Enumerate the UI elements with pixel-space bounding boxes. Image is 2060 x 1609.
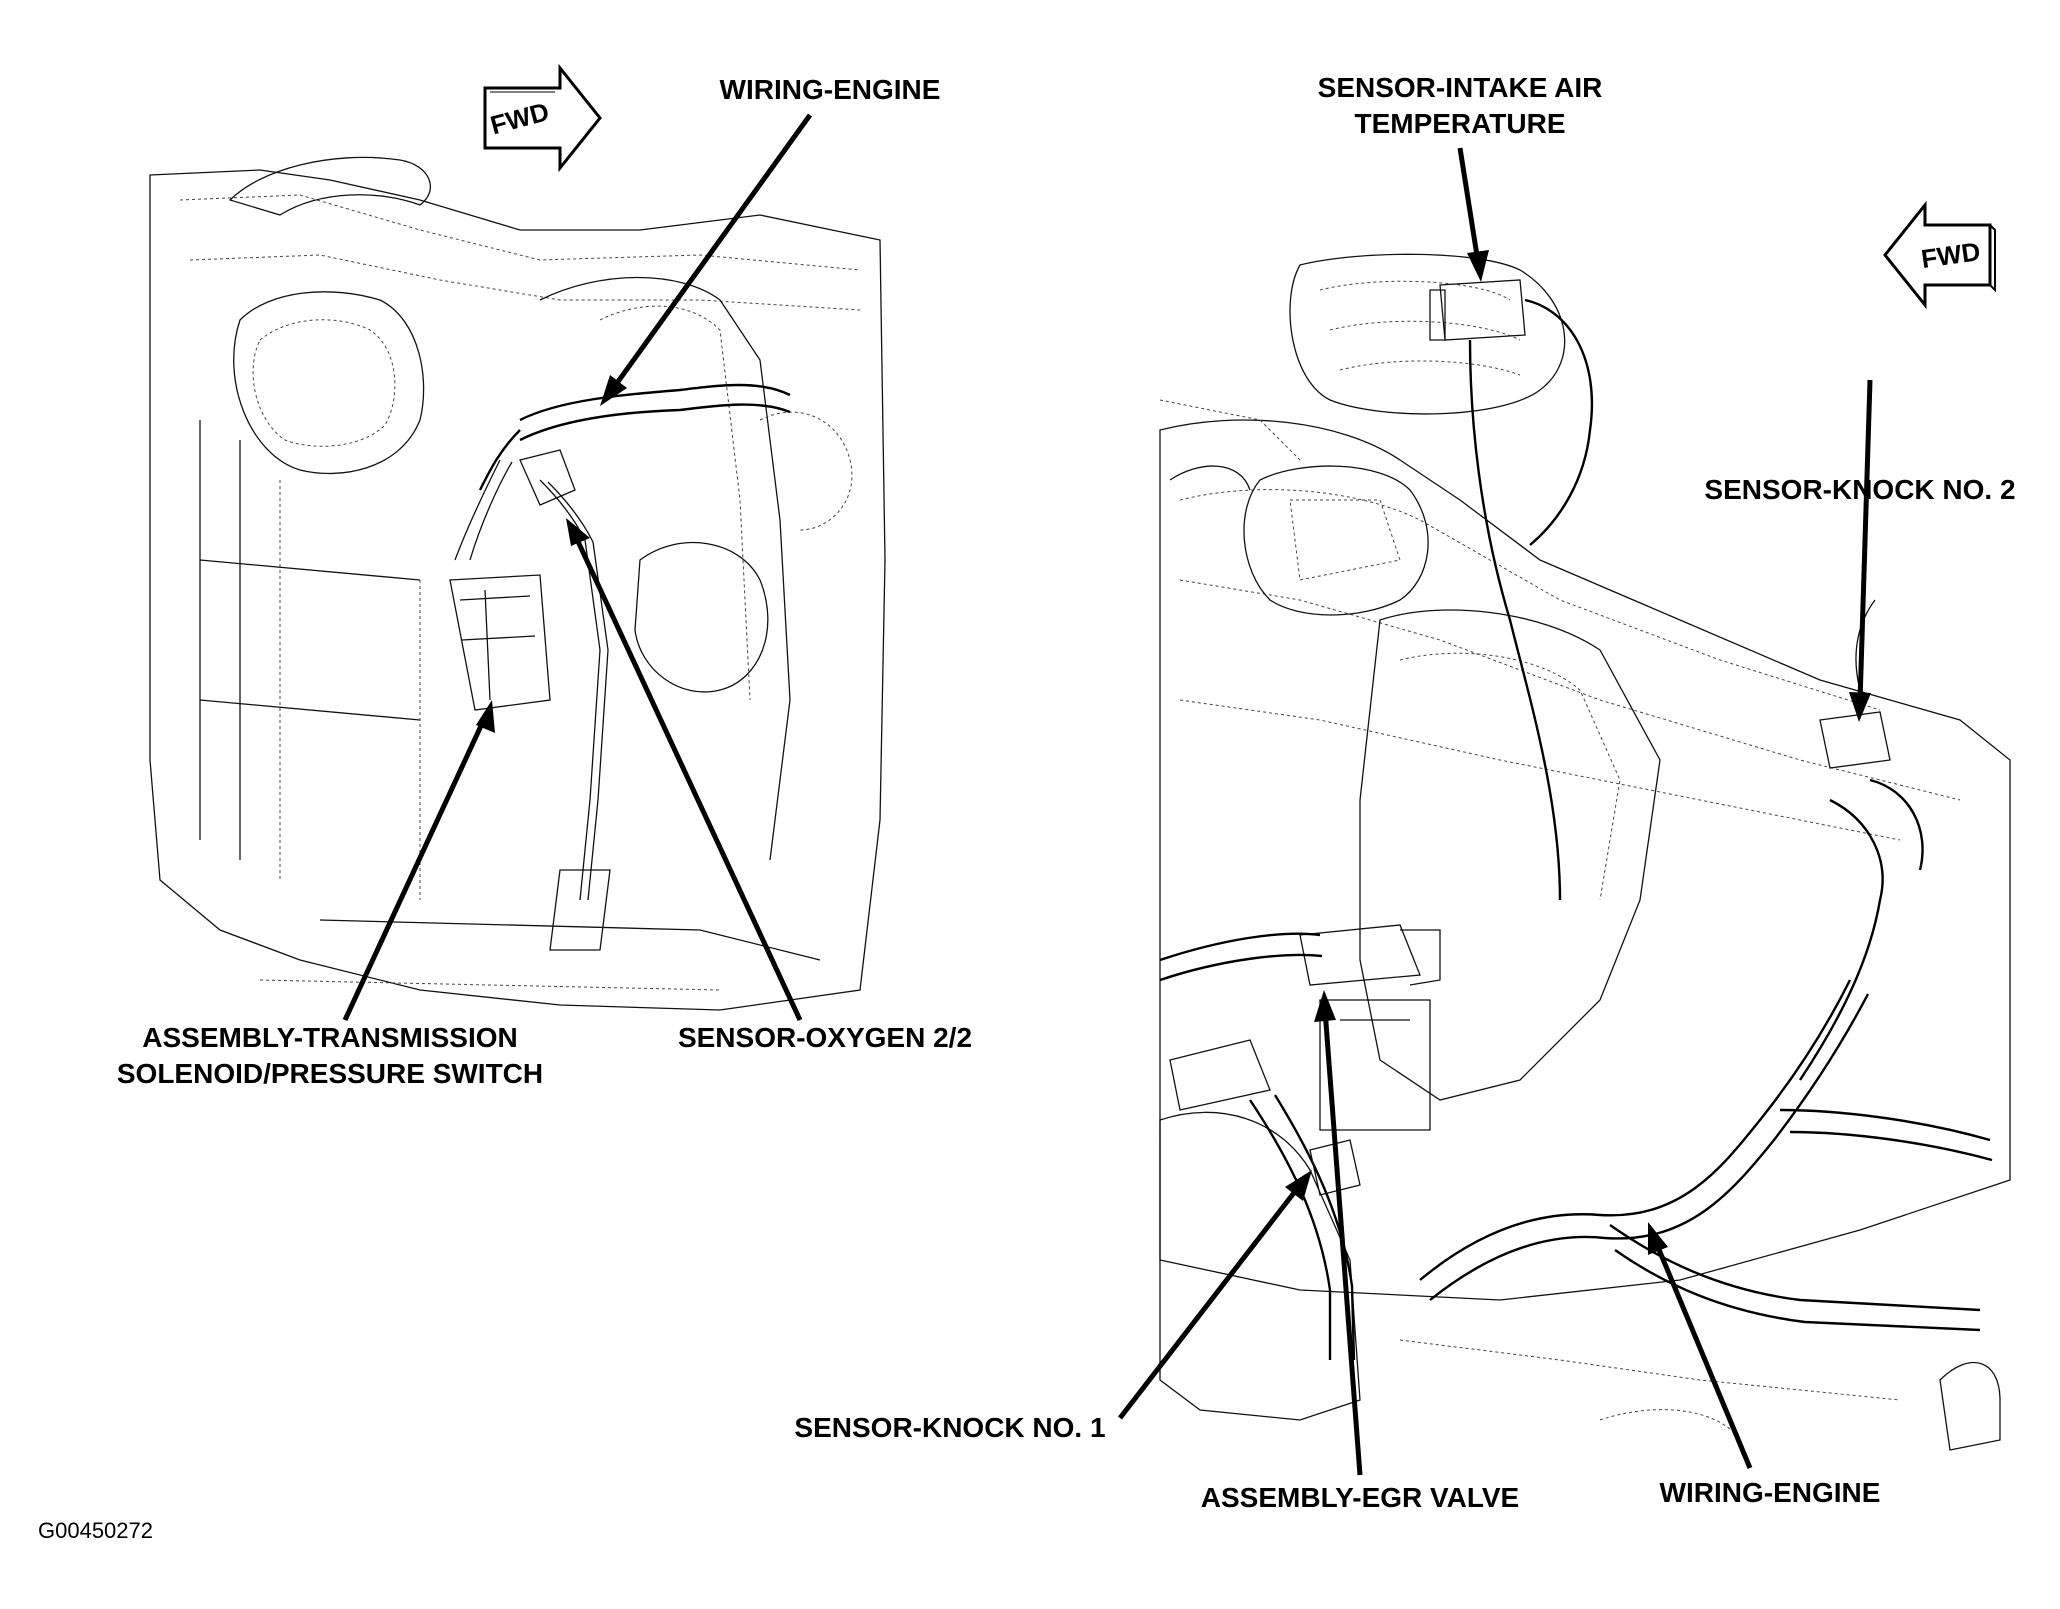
label-knock-2: SENSOR-KNOCK NO. 2 — [1704, 474, 2016, 505]
pointer-knock-1 — [1118, 1170, 1312, 1420]
pointer-egr-valve — [1314, 990, 1363, 1476]
label-wiring-engine-right: WIRING-ENGINE — [1659, 1477, 1881, 1508]
figure-reference-id: G00450272 — [38, 1518, 153, 1543]
label-wiring-engine-left: WIRING-ENGINE — [719, 74, 941, 105]
pointer-oxygen-sensor — [566, 518, 803, 1022]
fwd-arrow-right — [1883, 200, 1996, 310]
label-intake-air-line1: SENSOR-INTAKE AIR — [1317, 72, 1603, 103]
fwd-arrow-left — [483, 63, 602, 173]
label-oxygen-sensor: SENSOR-OXYGEN 2/2 — [677, 1022, 973, 1053]
pointer-intake-air-temp — [1457, 147, 1489, 282]
pointer-wiring-engine-left — [600, 113, 813, 406]
pointer-knock-2 — [1849, 379, 1873, 722]
right-view-illustration — [1159, 253, 2011, 1451]
label-transmission-line1: ASSEMBLY-TRANSMISSION — [142, 1022, 518, 1053]
label-knock-1: SENSOR-KNOCK NO. 1 — [794, 1412, 1106, 1443]
label-transmission-line2: SOLENOID/PRESSURE SWITCH — [116, 1058, 544, 1089]
left-view-illustration — [149, 156, 886, 1011]
pointer-wiring-engine-right — [1648, 1222, 1753, 1469]
pointer-transmission-solenoid — [342, 700, 495, 1022]
label-transmission-solenoid: ASSEMBLY-TRANSMISSION SOLENOID/PRESSURE … — [80, 1020, 580, 1092]
label-intake-air-line2: TEMPERATURE — [1354, 108, 1566, 139]
label-egr-valve: ASSEMBLY-EGR VALVE — [1200, 1482, 1520, 1513]
label-intake-air-temp: SENSOR-INTAKE AIR TEMPERATURE — [1270, 70, 1650, 142]
